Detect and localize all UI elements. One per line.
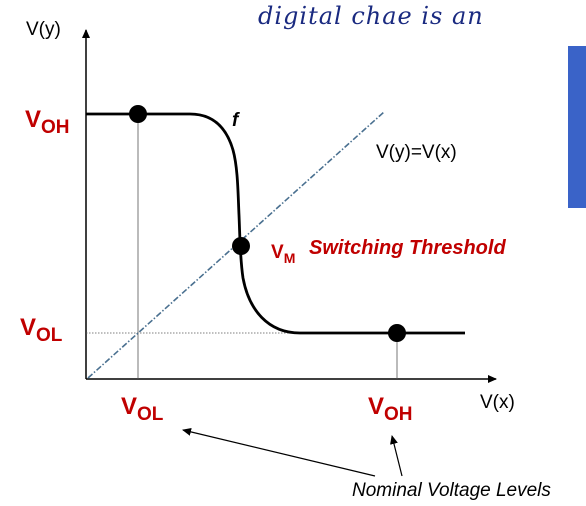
pointer-arrow-voh — [390, 435, 403, 477]
transfer-curve — [86, 112, 465, 335]
vol-point — [388, 324, 406, 342]
voh-y-label: VOH — [25, 106, 70, 138]
voh-point — [129, 105, 147, 123]
vm-label: VM — [271, 242, 296, 266]
handwritten-annotation: digital chae is an — [258, 2, 484, 30]
y-axis-label: V(y) — [26, 19, 61, 40]
vol-x-label: VOL — [121, 393, 164, 425]
unity-gain-label: V(y)=V(x) — [376, 142, 457, 163]
pointer-arrow-vol — [182, 427, 376, 477]
vol-y-label: VOL — [20, 314, 63, 346]
nominal-levels-caption: Nominal Voltage Levels — [352, 480, 551, 501]
vm-point — [232, 237, 250, 255]
slide-accent-bar — [568, 46, 586, 208]
voh-x-label: VOH — [368, 393, 413, 425]
switching-threshold-label: Switching Threshold — [309, 237, 506, 259]
x-axis-label: V(x) — [480, 392, 515, 413]
curve-f-label: f — [232, 110, 239, 131]
